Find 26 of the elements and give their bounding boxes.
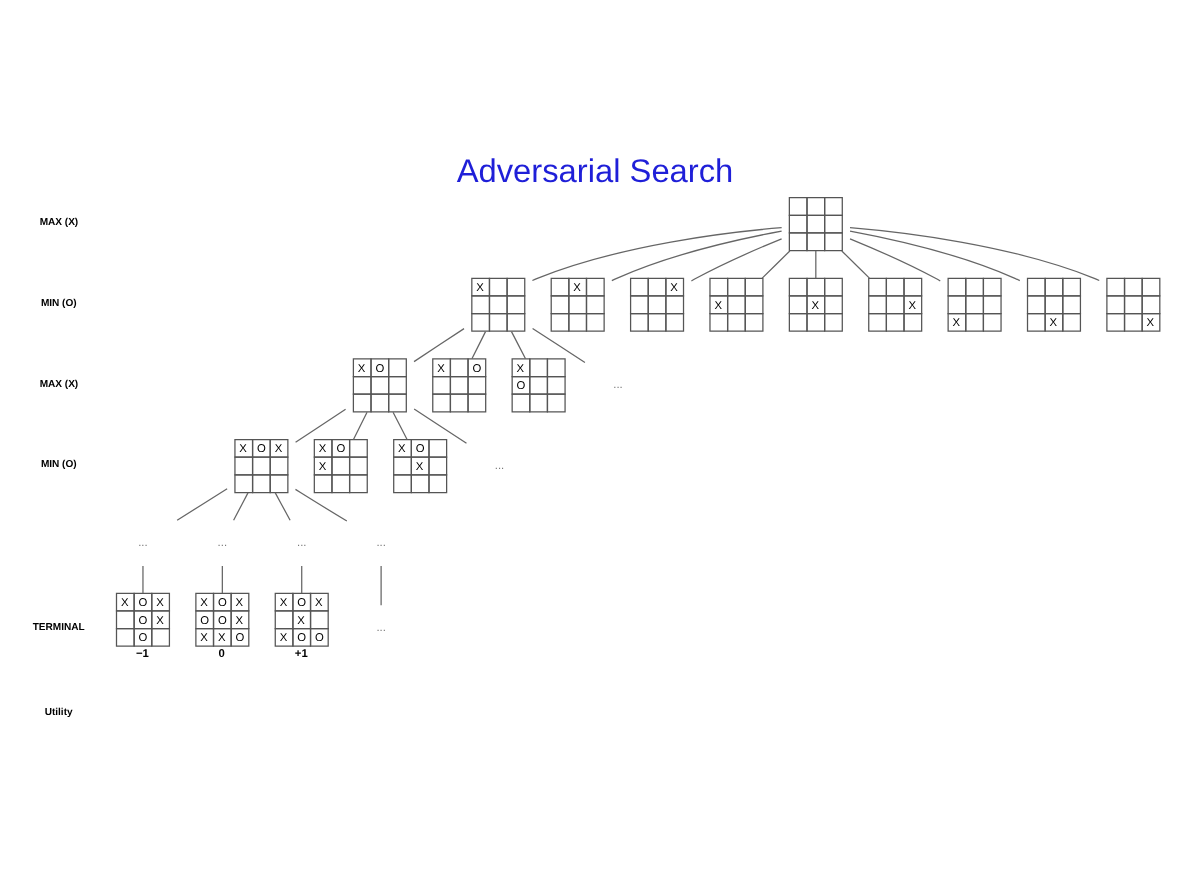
connector — [531, 327, 586, 364]
connector — [690, 238, 783, 282]
connector — [176, 488, 228, 521]
connector — [611, 230, 783, 282]
connector — [392, 411, 408, 441]
diagram-title: Adversarial Search — [456, 154, 734, 191]
connector — [413, 408, 468, 444]
connector — [849, 230, 1021, 282]
connector — [233, 492, 249, 521]
connector — [761, 250, 791, 279]
connector — [380, 565, 382, 606]
connector — [841, 250, 871, 279]
connector — [142, 565, 144, 594]
connector — [531, 227, 783, 282]
connector — [294, 408, 347, 443]
connector — [221, 565, 223, 594]
connector — [274, 492, 291, 521]
connector — [301, 565, 303, 594]
connector — [815, 250, 817, 279]
connector — [352, 411, 368, 441]
connector — [413, 328, 465, 363]
connector — [510, 330, 527, 360]
connector — [849, 227, 1100, 282]
connector — [849, 238, 941, 282]
connector — [294, 488, 348, 522]
connector — [471, 330, 487, 360]
